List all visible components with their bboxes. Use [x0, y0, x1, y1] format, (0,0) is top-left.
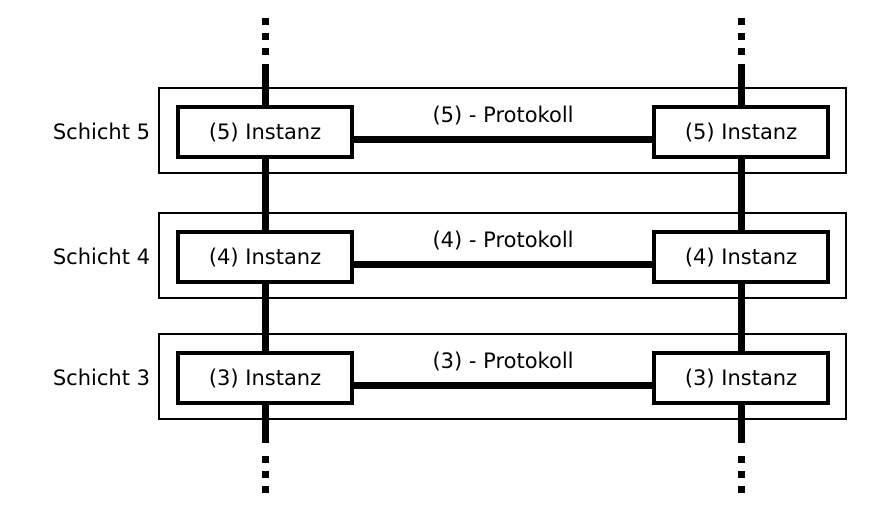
instance-box-label: (5) Instanz [208, 120, 322, 144]
layer-boundary-rect [158, 87, 847, 174]
instance-box-left: (3) Instanz [176, 351, 354, 405]
instance-box-left: (5) Instanz [176, 105, 354, 159]
instance-box-label: (3) Instanz [208, 366, 322, 390]
instance-box-label: (4) Instanz [684, 245, 798, 269]
dot [738, 18, 745, 25]
instance-box-right: (3) Instanz [652, 351, 830, 405]
layer-boundary-rect [158, 212, 847, 299]
dot [262, 486, 269, 493]
instance-box-label: (5) Instanz [684, 120, 798, 144]
instance-box-label: (4) Instanz [208, 245, 322, 269]
protocol-label: (5) - Protokoll [432, 103, 574, 127]
continuation-dots-bottom-right [738, 456, 745, 493]
dot [738, 33, 745, 40]
dot [262, 471, 269, 478]
protocol-label: (3) - Protokoll [432, 349, 574, 373]
protocol-connection-line [354, 261, 652, 268]
dot [262, 33, 269, 40]
continuation-dots-top-left [262, 18, 269, 55]
dot [262, 48, 269, 55]
instance-box-label: (3) Instanz [684, 366, 798, 390]
layer-label: Schicht 3 [52, 366, 150, 390]
instance-box-right: (4) Instanz [652, 230, 830, 284]
dot [738, 48, 745, 55]
continuation-dots-top-right [738, 18, 745, 55]
protocol-label: (4) - Protokoll [432, 228, 574, 252]
layer-row-schicht-3: Schicht 3 (3) - Protokoll (3) Instanz (3… [0, 333, 883, 420]
continuation-dots-bottom-left [262, 456, 269, 493]
dot [738, 486, 745, 493]
dot [262, 456, 269, 463]
layer-label: Schicht 5 [52, 120, 150, 144]
protocol-connection-line [354, 382, 652, 389]
layer-boundary-rect [158, 333, 847, 420]
instance-box-right: (5) Instanz [652, 105, 830, 159]
dot [262, 18, 269, 25]
instance-box-left: (4) Instanz [176, 230, 354, 284]
dot [738, 471, 745, 478]
layer-row-schicht-5: Schicht 5 (5) - Protokoll (5) Instanz (5… [0, 87, 883, 174]
protocol-connection-line [354, 136, 652, 143]
dot [738, 456, 745, 463]
layer-row-schicht-4: Schicht 4 (4) - Protokoll (4) Instanz (4… [0, 212, 883, 299]
layer-label: Schicht 4 [52, 245, 150, 269]
